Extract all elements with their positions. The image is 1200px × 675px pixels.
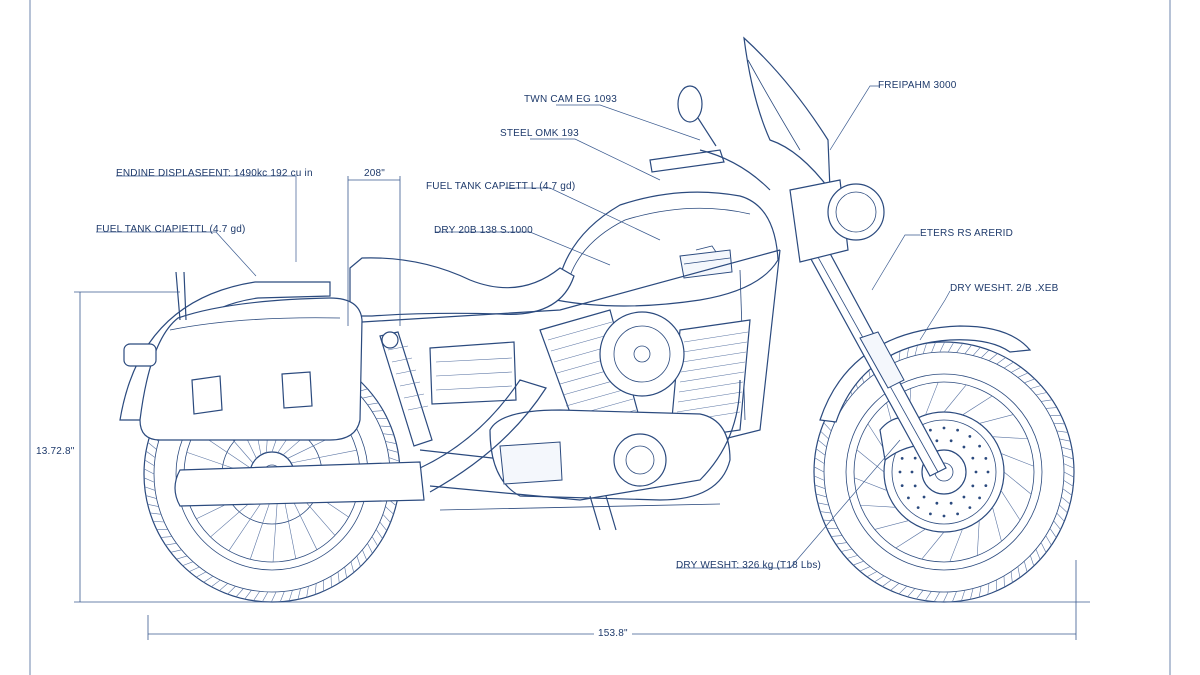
label-dimension-top: 208" — [364, 168, 386, 179]
label-dry-upper: DRY 20B 138 S.1000 — [434, 225, 533, 236]
kickstand — [589, 495, 617, 531]
label-freipahm: FREIPAHM 3000 — [878, 80, 957, 91]
front-fork — [805, 245, 947, 477]
label-dry-weight-bottom: DRY WESHT: 326 kg (T18 Lbs) — [676, 560, 822, 571]
label-steel: STEEL OMK 193 — [500, 128, 579, 139]
tank-emblem — [679, 245, 733, 279]
leader-lines — [96, 85, 951, 569]
headlight — [789, 179, 885, 263]
side-cover — [429, 341, 517, 405]
fuel-tank — [555, 191, 779, 307]
seat — [349, 257, 575, 317]
saddlebag — [139, 297, 363, 441]
handlebar — [649, 85, 771, 191]
label-engine-displacement: ENDINE DISPLASEENT: 1490kc 192 cu in — [116, 168, 313, 179]
label-fuel-tank-top: FUEL TANK CAPIETT L (4.7 gd) — [426, 181, 576, 192]
label-fuel-tank-left: FUEL TANK CIAPIETTL (4.7 gd) — [96, 224, 246, 235]
label-eterns: ETERS RS ARERID — [920, 228, 1014, 239]
label-height-dimension: 13.72.8" — [36, 446, 75, 457]
dimension-lines — [74, 291, 1090, 640]
label-length-dimension: 153.8" — [594, 628, 632, 640]
rear-shock — [379, 331, 433, 447]
label-dry-weight-right: DRY WESHT. 2/B .XEB — [950, 283, 1059, 294]
v-twin-engine — [489, 309, 751, 501]
label-twin-cam: TWN CAM EG 1093 — [524, 94, 618, 105]
front-fender — [819, 325, 1032, 423]
windshield — [743, 36, 831, 192]
exhaust — [174, 379, 741, 511]
sissy-bar — [175, 271, 187, 321]
taillight — [123, 343, 157, 367]
